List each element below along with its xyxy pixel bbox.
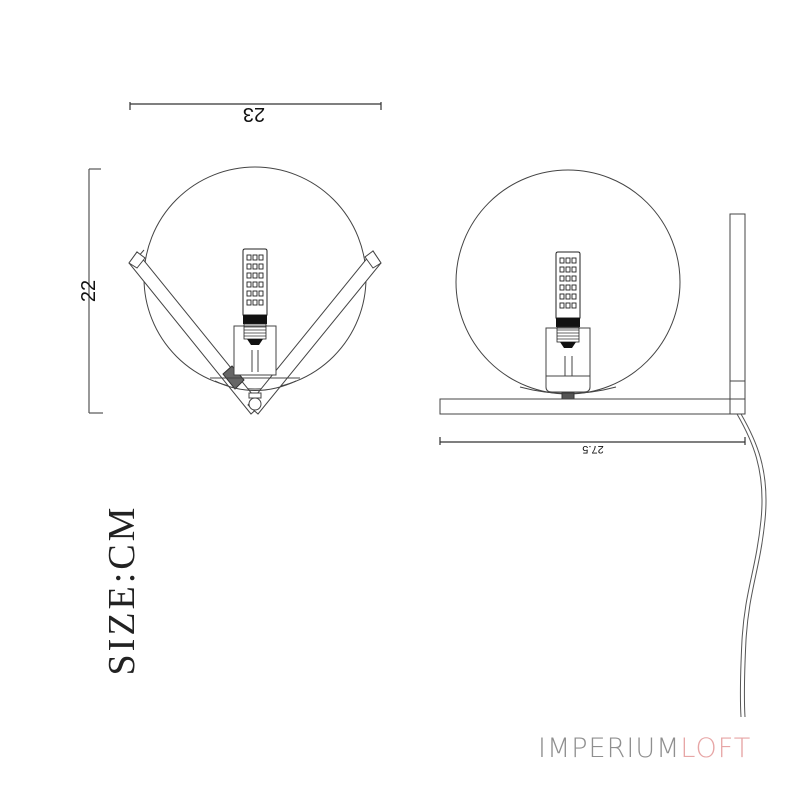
power-cord: [736, 413, 767, 718]
width-dimension: [129, 102, 382, 110]
side-view: [439, 169, 746, 415]
brand-part-2: LOFT: [680, 733, 752, 764]
units-label-text: SIZE:CM: [101, 504, 143, 676]
depth-dimension-label: 27.5: [582, 443, 603, 455]
height-dimension: [88, 168, 103, 414]
height-dimension-label: 22: [78, 280, 100, 302]
front-view: [128, 166, 382, 415]
depth-dimension: [439, 437, 746, 445]
brand-part-1: IMPERIUM: [538, 733, 681, 764]
width-dimension-label: 23: [243, 103, 265, 125]
brand-logo: IMPERIUMLOFT: [538, 733, 751, 764]
units-label: SIZE:CM: [92, 504, 152, 676]
